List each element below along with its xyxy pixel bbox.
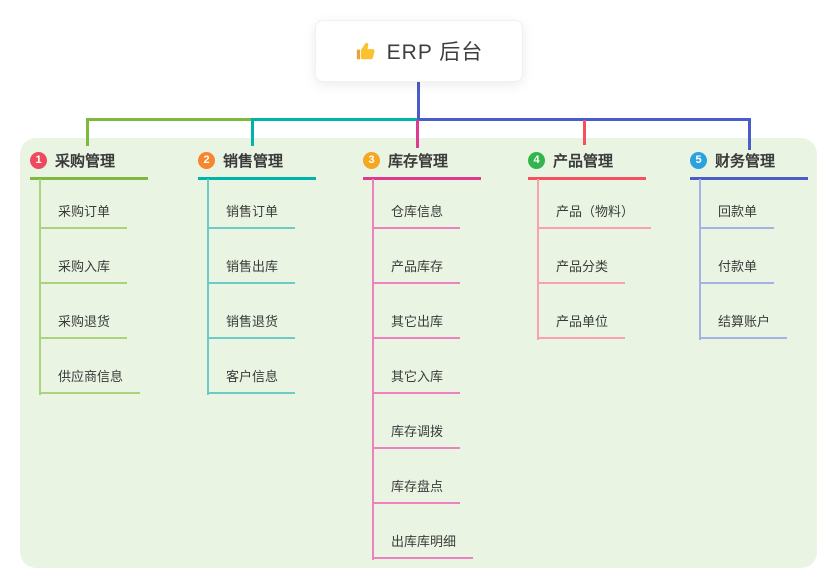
branch-number-badge: 2 bbox=[198, 152, 215, 169]
node-warehouse-info[interactable]: 仓库信息 bbox=[363, 180, 513, 229]
connector-root-drop bbox=[417, 82, 420, 121]
branch-inventory: 3 库存管理 仓库信息 产品库存 其它出库 其它入库 库存调拨 库存盘点 出库库… bbox=[363, 150, 513, 560]
branch-title-label: 销售管理 bbox=[223, 153, 284, 170]
node-purchase-order[interactable]: 采购订单 bbox=[30, 180, 180, 229]
branch-trunk-line bbox=[537, 179, 539, 340]
node-receipt-bill[interactable]: 回款单 bbox=[690, 180, 839, 229]
branch-trunk-line bbox=[207, 179, 209, 395]
branch-title-label: 财务管理 bbox=[715, 153, 776, 170]
node-stock-transfer[interactable]: 库存调拨 bbox=[363, 394, 513, 449]
branch-number-badge: 4 bbox=[528, 152, 545, 169]
node-other-inbound[interactable]: 其它入库 bbox=[363, 339, 513, 394]
branch-title-inventory[interactable]: 3 库存管理 bbox=[363, 150, 481, 180]
node-product-unit[interactable]: 产品单位 bbox=[528, 284, 678, 339]
branch-title-finance[interactable]: 5 财务管理 bbox=[690, 150, 808, 180]
branch-title-label: 产品管理 bbox=[553, 153, 614, 170]
connector-drop-sales bbox=[251, 120, 254, 146]
branch-number-badge: 5 bbox=[690, 152, 707, 169]
node-outbound-detail[interactable]: 出库库明细 bbox=[363, 504, 513, 559]
branch-number-badge: 1 bbox=[30, 152, 47, 169]
thumbs-up-icon bbox=[355, 40, 377, 62]
branch-finance: 5 财务管理 回款单 付款单 结算账户 bbox=[690, 150, 839, 340]
branch-title-label: 库存管理 bbox=[388, 153, 449, 170]
branch-purchase: 1 采购管理 采购订单 采购入库 采购退货 供应商信息 bbox=[30, 150, 180, 395]
node-purchase-inbound[interactable]: 采购入库 bbox=[30, 229, 180, 284]
branches-background-panel bbox=[20, 138, 817, 568]
node-other-outbound[interactable]: 其它出库 bbox=[363, 284, 513, 339]
connector-horizontal-right bbox=[417, 118, 751, 121]
branch-trunk-line bbox=[699, 179, 701, 340]
node-sales-return[interactable]: 销售退货 bbox=[198, 284, 348, 339]
branch-title-product[interactable]: 4 产品管理 bbox=[528, 150, 646, 180]
node-stock-taking[interactable]: 库存盘点 bbox=[363, 449, 513, 504]
branch-title-purchase[interactable]: 1 采购管理 bbox=[30, 150, 148, 180]
branch-product: 4 产品管理 产品（物料） 产品分类 产品单位 bbox=[528, 150, 678, 340]
node-customer-info[interactable]: 客户信息 bbox=[198, 339, 348, 394]
node-product-material[interactable]: 产品（物料） bbox=[528, 180, 678, 229]
branch-title-sales[interactable]: 2 销售管理 bbox=[198, 150, 316, 180]
connector-horizontal-purchase bbox=[86, 118, 254, 121]
connector-drop-finance bbox=[748, 120, 751, 150]
branch-sales: 2 销售管理 销售订单 销售出库 销售退货 客户信息 bbox=[198, 150, 348, 395]
connector-horizontal-sales bbox=[251, 118, 419, 121]
node-settlement-account[interactable]: 结算账户 bbox=[690, 284, 839, 339]
branch-trunk-line bbox=[39, 179, 41, 395]
node-purchase-return[interactable]: 采购退货 bbox=[30, 284, 180, 339]
node-sales-order[interactable]: 销售订单 bbox=[198, 180, 348, 229]
connector-drop-product bbox=[583, 120, 586, 145]
root-node-label: ERP 后台 bbox=[386, 41, 484, 64]
branch-title-label: 采购管理 bbox=[55, 153, 116, 170]
root-node[interactable]: ERP 后台 bbox=[315, 20, 523, 82]
connector-drop-inventory bbox=[416, 120, 419, 148]
node-sales-outbound[interactable]: 销售出库 bbox=[198, 229, 348, 284]
branch-trunk-line bbox=[372, 179, 374, 560]
branch-number-badge: 3 bbox=[363, 152, 380, 169]
node-product-category[interactable]: 产品分类 bbox=[528, 229, 678, 284]
node-supplier-info[interactable]: 供应商信息 bbox=[30, 339, 180, 394]
node-product-stock[interactable]: 产品库存 bbox=[363, 229, 513, 284]
connector-drop-purchase bbox=[86, 120, 89, 146]
node-payment-bill[interactable]: 付款单 bbox=[690, 229, 839, 284]
